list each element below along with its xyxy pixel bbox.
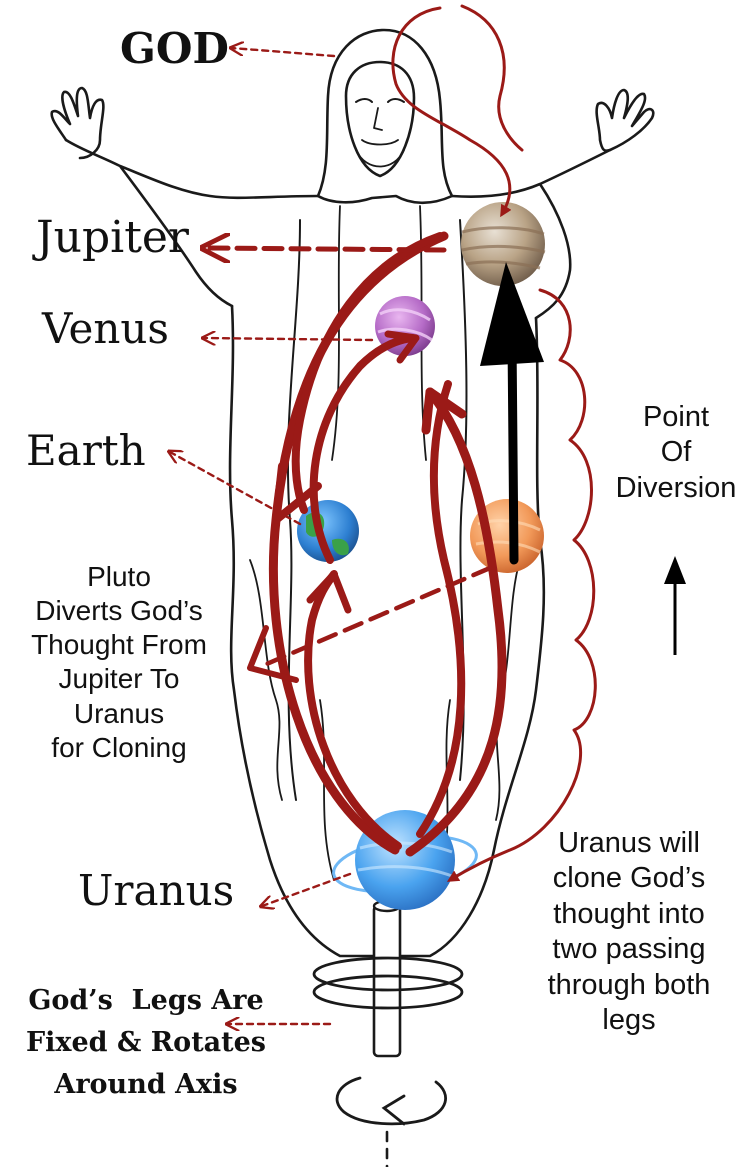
note-uranus-line-2: clone God’s	[518, 861, 740, 896]
point-of-diversion-arrow	[664, 556, 686, 655]
note-pod-line-3: Diversion	[606, 471, 745, 506]
label-jupiter: Jupiter	[36, 212, 189, 263]
thought-flow-arrows	[250, 6, 595, 880]
note-uranus-clone: Uranus will clone God’s thought into two…	[518, 826, 740, 1038]
note-pluto-line-3: Thought From	[0, 628, 238, 662]
label-venus: Venus	[42, 304, 169, 353]
note-uranus-line-4: two passing	[518, 932, 740, 967]
rotation-arrow-icon	[337, 1078, 446, 1124]
note-pod-line-1: Point	[606, 400, 745, 435]
note-legs: God’s Legs Are Fixed & Rotates Around Ax…	[10, 980, 282, 1106]
note-point-of-diversion: Point Of Diversion	[606, 400, 745, 506]
note-legs-line-1: God’s Legs Are	[10, 980, 282, 1022]
note-uranus-line-3: thought into	[518, 897, 740, 932]
pointer-uranus	[262, 874, 350, 906]
note-pluto-line-2: Diverts God’s	[0, 594, 238, 628]
note-uranus-line-6: legs	[518, 1003, 740, 1038]
note-pluto-line-6: for Cloning	[0, 731, 238, 765]
figure-right-hand	[597, 90, 654, 151]
note-pod-line-2: Of	[606, 435, 745, 470]
pointer-god	[232, 48, 334, 56]
axis-shaft	[374, 906, 400, 1056]
note-pluto-line-1: Pluto	[0, 560, 238, 594]
note-pluto: Pluto Diverts God’s Thought From Jupiter…	[0, 560, 238, 765]
planet-uranus	[330, 810, 480, 910]
pointer-venus	[204, 338, 372, 340]
note-legs-line-2: Fixed & Rotates	[10, 1022, 282, 1064]
note-pluto-line-4: Jupiter To	[0, 662, 238, 696]
pointer-jupiter	[206, 248, 444, 250]
note-legs-line-3: Around Axis	[10, 1064, 282, 1106]
figure-face	[346, 62, 414, 176]
label-earth: Earth	[26, 426, 146, 475]
note-uranus-line-5: through both	[518, 968, 740, 1003]
note-uranus-line-1: Uranus will	[518, 826, 740, 861]
note-pluto-line-5: Uranus	[0, 697, 238, 731]
rotation-axis	[314, 901, 462, 1167]
label-god: GOD	[120, 24, 229, 73]
label-uranus: Uranus	[78, 866, 234, 915]
